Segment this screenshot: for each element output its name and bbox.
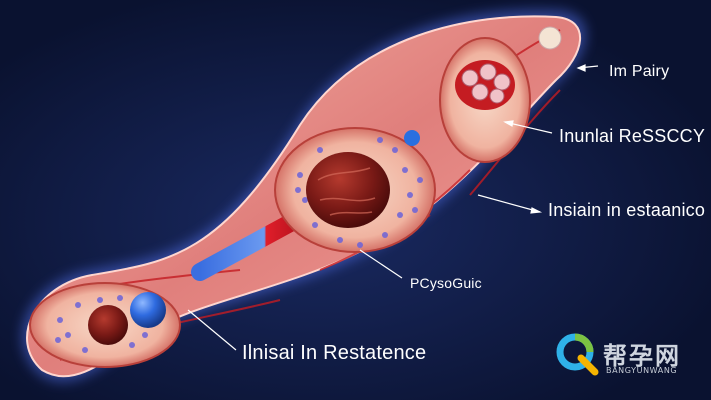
label-upper-right: Inunlai ReSSCCY [559,126,706,146]
watermark-text: 帮孕网 [603,342,681,370]
tip-sphere [538,26,562,50]
upper-cell-granules [461,63,511,104]
label-middle-right: Insiain in estaanico [548,200,706,220]
left-nucleus [88,305,128,345]
central-nucleus [306,152,390,228]
central-cell-granules [295,137,423,248]
central-blue-dot [404,130,420,146]
label-center: PCysoGuic [410,275,482,291]
pointer-lines [187,64,599,351]
label-bottom-left: Ilnisai In Restatence [242,342,427,364]
watermark-subtext: BANGYUNWANG [606,366,678,375]
watermark-logo-icon [556,333,599,376]
left-blue-sphere [130,292,166,328]
label-top-right: Im Pairy [609,63,670,80]
transport-tube [191,213,301,281]
